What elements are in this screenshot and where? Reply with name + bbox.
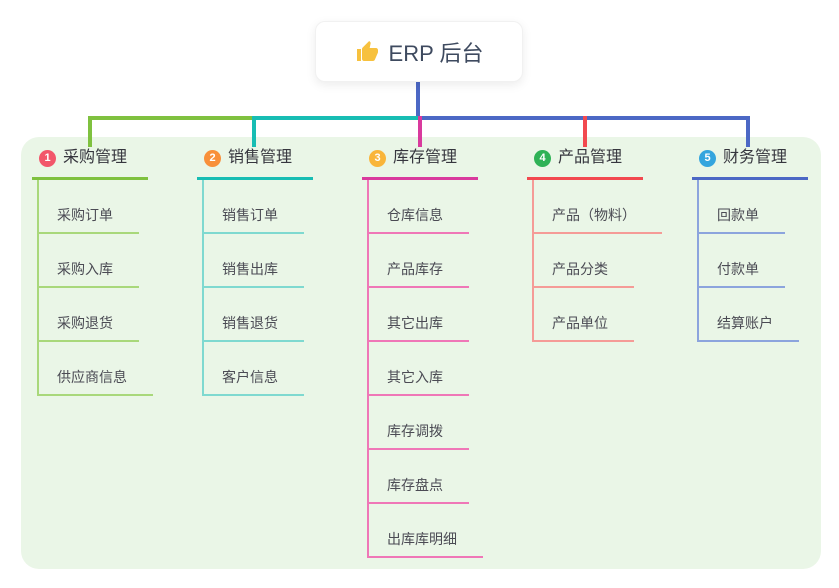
connector-branch-2-horizontal xyxy=(252,116,418,120)
mindmap-node[interactable]: 产品（物料） xyxy=(532,180,662,234)
branch-number-badge: 3 xyxy=(369,149,386,167)
branch-header-finance[interactable]: 5 财务管理 xyxy=(692,147,808,180)
mindmap-node[interactable]: 其它出库 xyxy=(367,288,469,342)
branch-sales-management: 2 销售管理 销售订单 销售出库 销售退货 客户信息 xyxy=(197,147,313,396)
connector-branch-3-drop xyxy=(418,116,422,147)
mindmap-node[interactable]: 采购订单 xyxy=(37,180,139,234)
connector-branch-1-drop xyxy=(88,116,92,147)
branch-title: 库存管理 xyxy=(393,149,458,166)
branch-number-badge: 1 xyxy=(39,149,56,167)
branch-header-sales[interactable]: 2 销售管理 xyxy=(197,147,313,180)
branch-children: 采购订单 采购入库 采购退货 供应商信息 xyxy=(37,180,153,396)
mindmap-node[interactable]: 供应商信息 xyxy=(37,342,153,396)
branch-children: 产品（物料） 产品分类 产品单位 xyxy=(532,180,662,342)
branch-finance-management: 5 财务管理 回款单 付款单 结算账户 xyxy=(692,147,808,342)
mindmap-node[interactable]: 库存盘点 xyxy=(367,450,469,504)
connector-branch-2-drop xyxy=(252,116,256,147)
mindmap-node[interactable]: 结算账户 xyxy=(697,288,799,342)
mindmap-node[interactable]: 付款单 xyxy=(697,234,785,288)
branch-number-badge: 4 xyxy=(534,149,551,167)
mindmap-panel xyxy=(21,137,821,569)
mindmap-node[interactable]: 出库库明细 xyxy=(367,504,483,558)
mindmap-node[interactable]: 回款单 xyxy=(697,180,785,234)
branch-title: 销售管理 xyxy=(228,149,293,166)
mindmap-node[interactable]: 销售退货 xyxy=(202,288,304,342)
branch-title: 财务管理 xyxy=(723,149,788,166)
branch-number-badge: 5 xyxy=(699,149,716,167)
mindmap-node[interactable]: 客户信息 xyxy=(202,342,304,396)
branch-inventory-management: 3 库存管理 仓库信息 产品库存 其它出库 其它入库 库存调拨 库存盘点 出库库… xyxy=(362,147,483,558)
branch-number-badge: 2 xyxy=(204,149,221,167)
mindmap-node[interactable]: 销售订单 xyxy=(202,180,304,234)
branch-header-inventory[interactable]: 3 库存管理 xyxy=(362,147,478,180)
mindmap-node[interactable]: 销售出库 xyxy=(202,234,304,288)
branch-children: 回款单 付款单 结算账户 xyxy=(697,180,799,342)
branch-children: 销售订单 销售出库 销售退货 客户信息 xyxy=(202,180,304,396)
mindmap-node[interactable]: 库存调拨 xyxy=(367,396,469,450)
branch-header-product[interactable]: 4 产品管理 xyxy=(527,147,643,180)
connector-branch-1-horizontal xyxy=(88,116,252,120)
mindmap-node[interactable]: 产品分类 xyxy=(532,234,634,288)
root-title: ERP 后台 xyxy=(388,40,484,66)
mindmap-node[interactable]: 产品单位 xyxy=(532,288,634,342)
mindmap-node[interactable]: 采购入库 xyxy=(37,234,139,288)
branch-product-management: 4 产品管理 产品（物料） 产品分类 产品单位 xyxy=(527,147,662,342)
mindmap-node[interactable]: 仓库信息 xyxy=(367,180,469,234)
branch-children: 仓库信息 产品库存 其它出库 其它入库 库存调拨 库存盘点 出库库明细 xyxy=(367,180,483,558)
thumbs-up-icon xyxy=(356,40,378,61)
branch-title: 采购管理 xyxy=(63,149,128,166)
branch-title: 产品管理 xyxy=(558,149,623,166)
mindmap-node[interactable]: 产品库存 xyxy=(367,234,469,288)
branch-header-purchase[interactable]: 1 采购管理 xyxy=(32,147,148,180)
mindmap-node[interactable]: 其它入库 xyxy=(367,342,469,396)
connector-branch-4-drop xyxy=(583,116,587,147)
branch-purchase-management: 1 采购管理 采购订单 采购入库 采购退货 供应商信息 xyxy=(32,147,153,396)
connector-branch-5-drop xyxy=(746,116,750,147)
connector-root xyxy=(416,82,420,118)
root-node[interactable]: ERP 后台 xyxy=(315,21,523,82)
mindmap-node[interactable]: 采购退货 xyxy=(37,288,139,342)
